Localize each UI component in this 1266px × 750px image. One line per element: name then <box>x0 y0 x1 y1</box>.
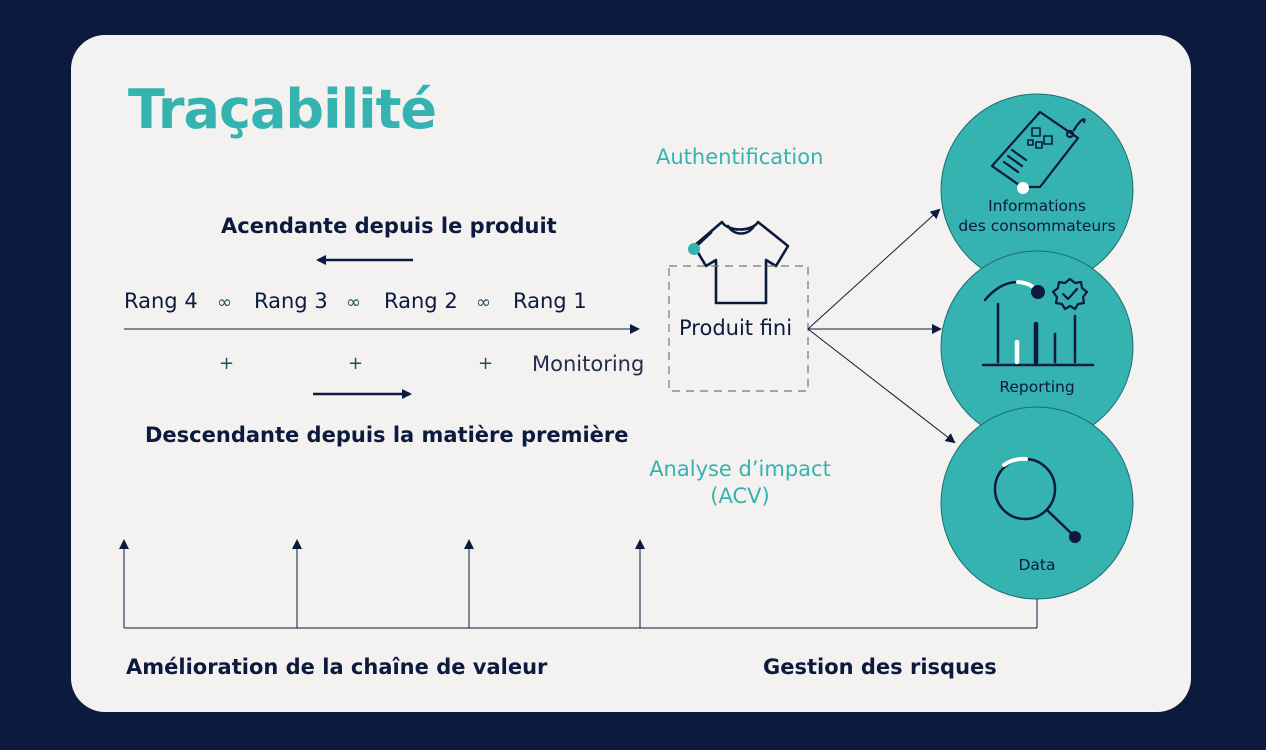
produit-fini-label: Produit fini <box>679 316 793 340</box>
gestion-label: Gestion des risques <box>763 655 997 679</box>
link-symbol-1: ∞ <box>217 292 232 313</box>
rang-2: Rang 2 <box>384 289 458 313</box>
link-symbol-3: ∞ <box>476 292 491 313</box>
tshirt-icon <box>692 220 790 305</box>
analyse-line-1: Analyse d’impact <box>649 457 831 481</box>
data-label: Data <box>1018 556 1056 574</box>
informations-line-1: Informations <box>988 197 1086 215</box>
magnifier-highlight <box>1002 456 1028 467</box>
magnifier-handle <box>1046 509 1073 535</box>
plus-symbol-1: + <box>219 353 235 374</box>
tshirt-dot <box>688 243 700 255</box>
price-tag-icon <box>990 110 1086 189</box>
magnifier-dot <box>1069 531 1081 543</box>
trend-dot-icon <box>1031 285 1045 299</box>
descendante-label: Descendante depuis la matière première <box>145 423 629 447</box>
analyse-line-2: (ACV) <box>710 484 770 508</box>
reporting-label: Reporting <box>999 378 1075 396</box>
amelioration-label: Amélioration de la chaîne de valeur <box>126 655 548 679</box>
informations-line-2: des consommateurs <box>958 217 1116 235</box>
monitoring-label: Monitoring <box>532 352 645 376</box>
page-title: Traçabilité <box>128 78 437 141</box>
rang-1: Rang 1 <box>513 289 587 313</box>
trend-arc <box>983 280 1020 302</box>
analyse-label: Analyse d’impact (ACV) <box>640 456 840 510</box>
plus-symbol-3: + <box>478 353 494 374</box>
link-data <box>807 328 956 444</box>
rang-4: Rang 4 <box>124 289 198 313</box>
link-symbol-2: ∞ <box>346 292 361 313</box>
rang-3: Rang 3 <box>254 289 328 313</box>
authentification-label: Authentification <box>656 145 824 169</box>
ascendante-label: Acendante depuis le produit <box>221 214 557 238</box>
informations-label: Informations des consommateurs <box>942 196 1132 236</box>
bar-chart-icon <box>981 302 1095 367</box>
check-badge-icon <box>1051 277 1089 311</box>
link-informations <box>807 208 941 330</box>
plus-symbol-2: + <box>348 353 364 374</box>
tag-dot-icon <box>1017 182 1029 194</box>
